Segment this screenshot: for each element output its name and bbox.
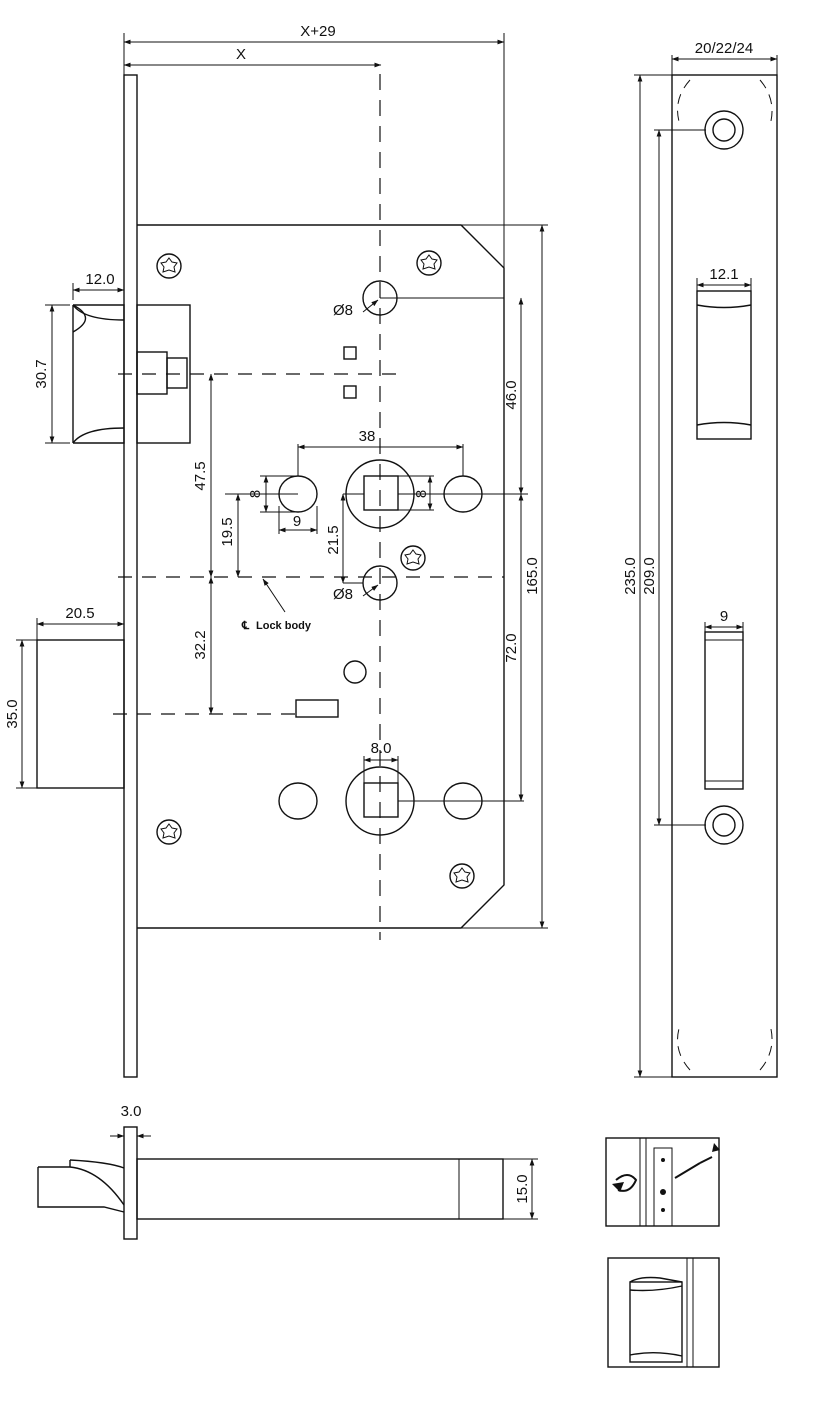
screw-icon: [156, 253, 182, 279]
lock-body-label: Lock body: [256, 620, 312, 632]
dim-faceplate-thickness: 3.0: [121, 1103, 142, 1120]
left-dimensions: 47.5 19.5 32.2 8 9 38 8 21.5 ℄ Lock b: [192, 373, 464, 715]
dim-strike-latch-width: 12.1: [709, 266, 738, 283]
dim-x: X: [236, 46, 246, 63]
dim-strike-hole-spacing: 209.0: [641, 557, 658, 595]
indicator-square: [343, 346, 357, 360]
lock-body: Ø8 Ø8: [136, 74, 524, 940]
screw-hole-icon: [704, 805, 744, 845]
dim-bolt-depth: 20.5: [65, 605, 94, 622]
dim-spindle-to-top-hole: 46.0: [503, 380, 520, 409]
dim-faceplate-width: 20/22/24: [695, 40, 753, 57]
latch-detail-icon: [607, 1257, 720, 1368]
screw-icon: [156, 819, 182, 845]
dim-strike-length: 235.0: [622, 557, 639, 595]
centerline-symbol: ℄: [241, 620, 250, 632]
dim-side-hole-w: 9: [293, 513, 301, 530]
dim-latch-to-spindle: 47.5: [192, 461, 209, 490]
dim-latch-depth: 12.0: [85, 271, 114, 288]
dim-spindle-to-centerline: 19.5: [219, 517, 236, 546]
dim-bolt-height: 35.0: [4, 699, 21, 728]
latch: 12.0 30.7: [33, 271, 191, 444]
slot: [295, 699, 339, 718]
dim-spindle-to-cylinder: 72.0: [503, 633, 520, 662]
cylinder-square: [363, 782, 399, 818]
top-dimensions: X+29 X: [123, 23, 505, 270]
indicator-square: [343, 385, 357, 399]
dim-hole-spacing: 38: [359, 428, 376, 445]
cylinder-side-hole-left: [278, 782, 318, 820]
side-view: 3.0 15.0: [37, 1103, 538, 1240]
screw-icon: [449, 863, 475, 889]
dim-bolt-thickness: 15.0: [514, 1174, 531, 1203]
small-hole: [343, 660, 367, 684]
screw-hole-icon: [704, 110, 744, 150]
dim-side-hole-h: 8: [247, 490, 264, 498]
dim-strike-bolt-width: 9: [720, 608, 728, 625]
screw-icon: [400, 545, 426, 571]
dim-cam-hole-bottom: Ø8: [333, 586, 353, 603]
dim-latch-height: 30.7: [33, 359, 50, 388]
installation-guide-icon: [605, 1137, 720, 1227]
dim-cam-hole-top: Ø8: [333, 302, 353, 319]
dim-body-height: 165.0: [524, 557, 541, 595]
deadbolt: 20.5 35.0: [4, 605, 125, 789]
spindle-square: [363, 475, 399, 511]
dim-centerline-to-bolt: 32.2: [192, 630, 209, 659]
strike-plate: 12.1 9 20/22/24 235.0 209.0: [622, 40, 778, 1078]
faceplate-side: [123, 74, 138, 1078]
right-dimensions: 46.0 72.0 165.0 8.0: [363, 224, 548, 929]
dim-x-plus-29: X+29: [300, 23, 335, 40]
dim-cylinder-square: 8.0: [371, 740, 392, 757]
dim-cam-to-spindle: 21.5: [325, 525, 342, 554]
screw-icon: [416, 250, 442, 276]
